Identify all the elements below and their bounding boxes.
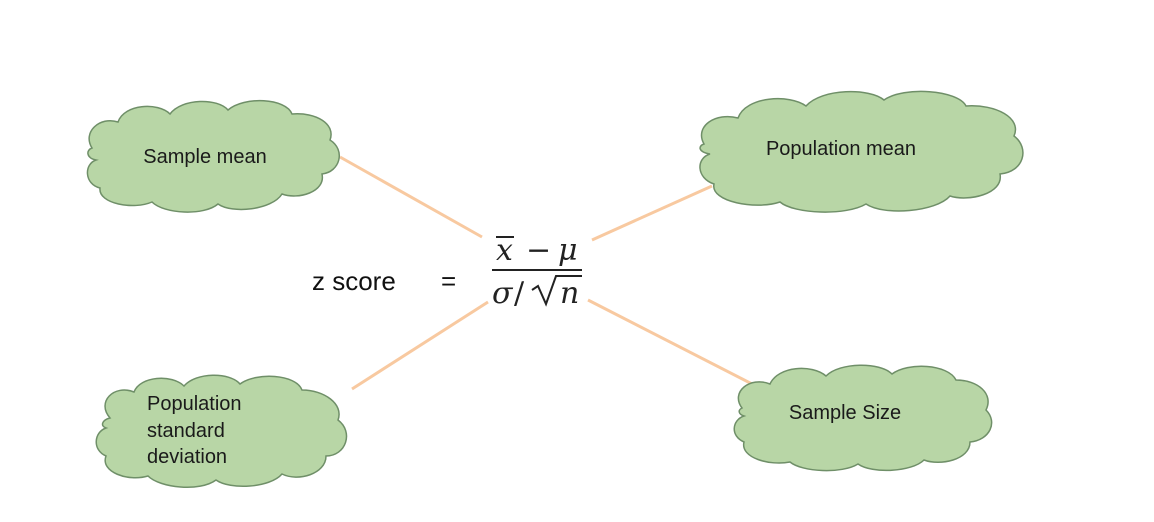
connector-population-mean [591, 184, 713, 242]
connectors [339, 155, 757, 391]
numerator-minus: − [526, 233, 551, 268]
denominator-n: n [560, 276, 579, 311]
connector-sample-size [587, 298, 757, 388]
numerator-mu: μ [558, 233, 578, 268]
cloud-label: Sample Size [789, 402, 901, 424]
cloud-label-line-1: Population [147, 393, 242, 415]
connector-population-sd [351, 300, 489, 391]
zscore-label: z score [312, 266, 396, 296]
zscore-equation: z score = x − μ σ / n [312, 233, 582, 311]
zscore-formula: x − μ σ / n [492, 233, 582, 311]
cloud-shape [733, 364, 993, 472]
cloud-shape [86, 99, 340, 213]
numerator-x: x [496, 233, 513, 268]
cloud-population-sd: Population standard deviation [95, 374, 348, 488]
denominator-slash: / [514, 276, 525, 311]
cloud-sample-mean: Sample mean [86, 99, 340, 213]
cloud-label: Population mean [766, 138, 916, 160]
sqrt-sign [531, 275, 582, 307]
equals-sign: = [441, 266, 456, 296]
cloud-label-line-2: standard [147, 420, 225, 442]
cloud-label-line-3: deviation [147, 446, 227, 468]
cloud-sample-size: Sample Size [733, 364, 993, 472]
cloud-population-mean: Population mean [699, 90, 1024, 213]
cloud-shape [699, 90, 1024, 213]
connector-sample-mean [339, 155, 483, 239]
denominator-sigma: σ [492, 276, 514, 311]
cloud-label: Sample mean [143, 146, 266, 168]
cloud-shape [95, 374, 348, 488]
